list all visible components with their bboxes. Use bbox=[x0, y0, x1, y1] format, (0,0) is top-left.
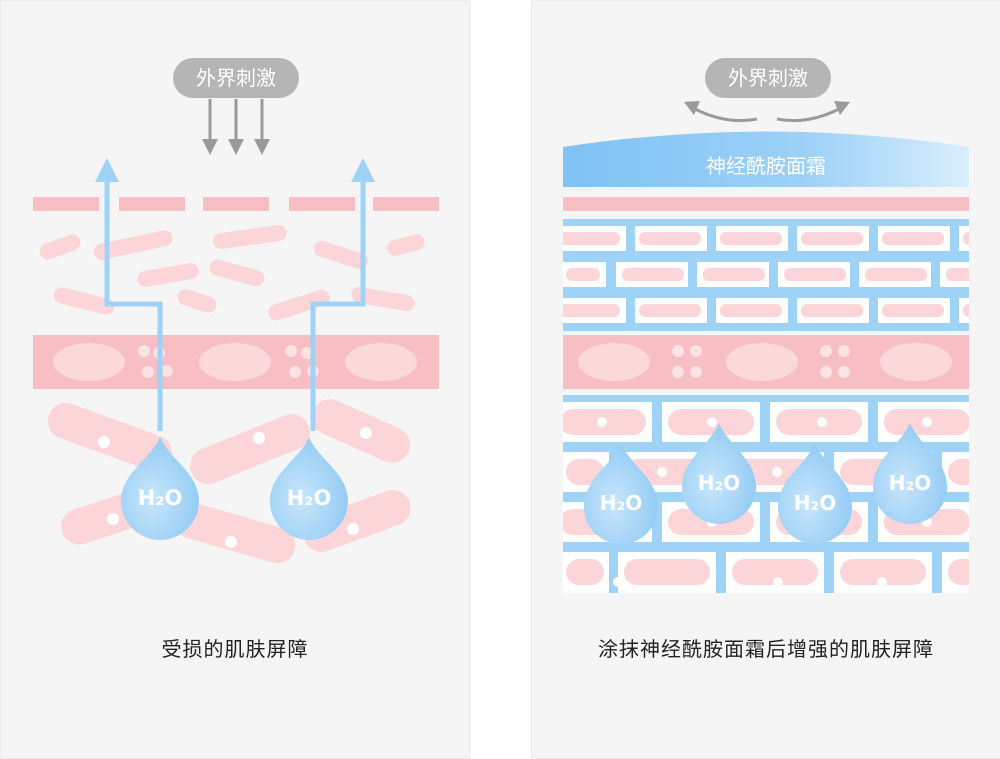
lower-skin-cells bbox=[47, 399, 411, 564]
water-loss-arrows bbox=[104, 179, 366, 431]
broken-surface-layer bbox=[33, 197, 439, 211]
intact-surface-layer bbox=[563, 197, 969, 211]
water-label: H₂O bbox=[889, 471, 932, 495]
deflected-arrowheads bbox=[684, 101, 850, 115]
damaged-barrier-diagram: 外界刺激 bbox=[33, 58, 439, 564]
water-droplet: H₂O bbox=[873, 423, 947, 524]
water-droplet: H₂O bbox=[778, 443, 852, 544]
water-droplet: H₂O bbox=[682, 423, 756, 524]
granular-layer bbox=[33, 335, 439, 389]
water-droplet: H₂O bbox=[584, 443, 658, 544]
water-droplet: H₂O bbox=[121, 437, 199, 540]
strengthened-barrier-panel: 外界刺激 神经酰胺面霜 bbox=[531, 0, 1000, 759]
stimulus-arrows-down bbox=[202, 99, 270, 155]
panel-caption: 涂抹神经酰胺面霜后增强的肌肤屏障 bbox=[598, 637, 934, 661]
ceramide-cream-layer: 神经酰胺面霜 bbox=[563, 131, 969, 187]
damaged-barrier-panel: 外界刺激 bbox=[0, 0, 470, 759]
water-label: H₂O bbox=[698, 471, 741, 495]
stimulus-label: 外界刺激 bbox=[196, 66, 276, 90]
water-label: H₂O bbox=[600, 491, 643, 515]
external-stimulus-badge: 外界刺激 bbox=[705, 58, 831, 98]
water-droplet: H₂O bbox=[270, 437, 348, 540]
water-label: H₂O bbox=[794, 491, 837, 515]
water-loss-arrowheads bbox=[95, 158, 375, 182]
deflected-stimulus-arrows bbox=[694, 107, 840, 123]
panel-caption: 受损的肌肤屏障 bbox=[161, 637, 309, 661]
stimulus-label: 外界刺激 bbox=[728, 66, 808, 90]
stratum-corneum-bricks bbox=[563, 219, 969, 331]
water-label: H₂O bbox=[287, 486, 332, 510]
strengthened-barrier-diagram: 外界刺激 神经酰胺面霜 bbox=[563, 58, 969, 593]
cream-label: 神经酰胺面霜 bbox=[706, 154, 826, 178]
water-label: H₂O bbox=[138, 486, 183, 510]
scattered-skin-cells bbox=[39, 224, 425, 321]
external-stimulus-badge: 外界刺激 bbox=[173, 58, 299, 98]
granular-layer bbox=[563, 335, 969, 389]
